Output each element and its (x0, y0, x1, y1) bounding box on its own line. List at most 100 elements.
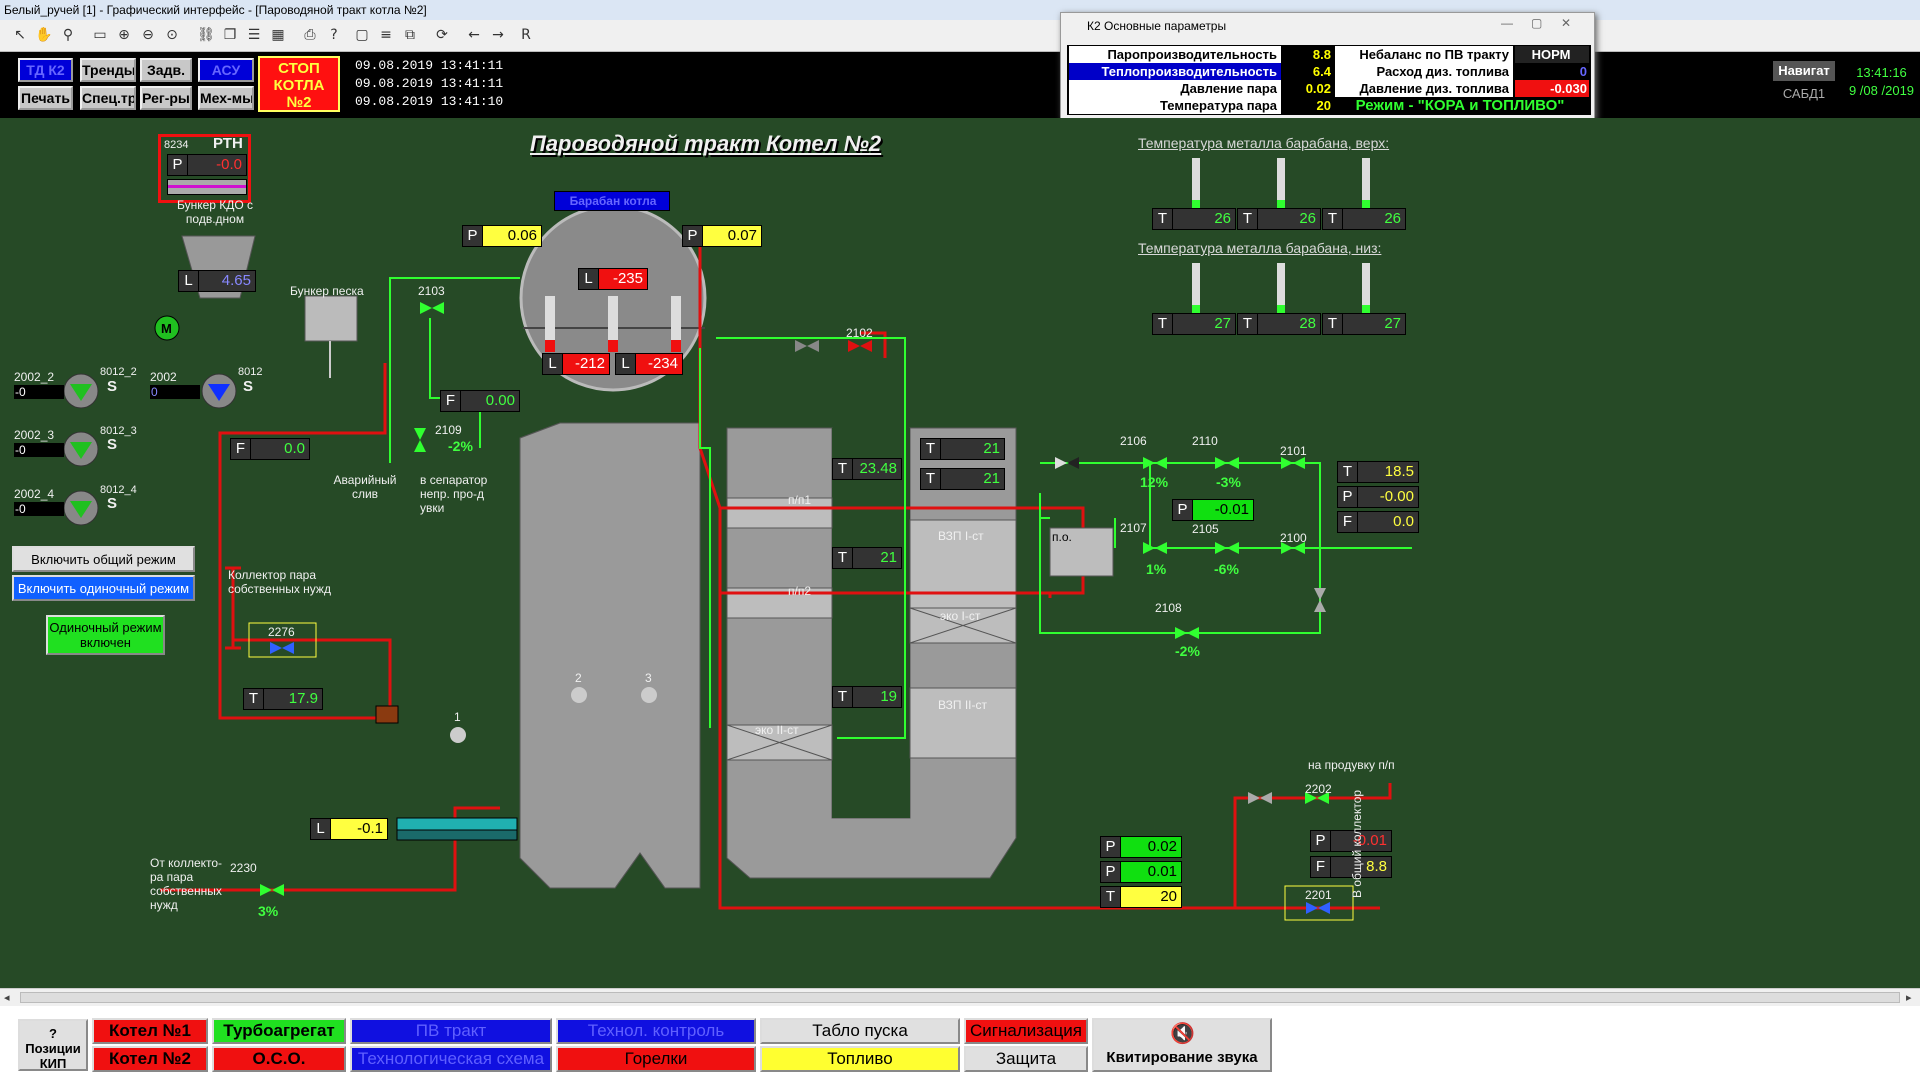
startup-board-button[interactable]: Табло пуска (760, 1018, 960, 1044)
scroll-left-icon[interactable]: ◂ (4, 992, 10, 1004)
toolbar: ↖ ✋ ⚲ ▭ ⊕ ⊖ ⊙ ⛓ ❐ ☰ ▦ ⎙ ? ▢ ≡ ⧉ ⟳ ← → R (0, 20, 1920, 52)
window-icon[interactable]: ▢ (355, 27, 369, 43)
menu-icon[interactable]: ≡ (380, 27, 392, 43)
blowdown-label: на продувку п/п (1308, 758, 1395, 772)
mechanisms-button[interactable]: Мех-мы (198, 86, 254, 110)
single-mode-indicator: Одиночный режим включен (46, 615, 165, 655)
f-key: F (231, 439, 251, 459)
refresh-icon[interactable]: ⟳ (436, 27, 448, 43)
valve-label: 2107 (1120, 521, 1147, 535)
t-key: T (1153, 209, 1173, 229)
common-mode-button[interactable]: Включить общий режим (12, 546, 195, 572)
td-k2-button[interactable]: ТД К2 (18, 58, 73, 82)
tile-icon[interactable]: ⧉ (405, 27, 415, 43)
valve-2109 (414, 428, 426, 452)
hand-icon[interactable]: ✋ (35, 27, 53, 43)
positions-button[interactable]: ? Позиции КИП (18, 1019, 88, 1071)
kdo-label: Бункер КДО с подв.дном (176, 198, 254, 226)
motor-icon (154, 315, 180, 341)
zoom-fit-icon[interactable]: ▭ (93, 27, 107, 43)
scroll-thumb[interactable] (20, 992, 1900, 1003)
oso-button[interactable]: О.С.О. (212, 1046, 346, 1072)
valve-2103 (420, 302, 444, 314)
p-key: P (463, 226, 483, 246)
valve-label: 2106 (1120, 434, 1147, 448)
r-button[interactable]: R (521, 27, 531, 43)
metal-temp: 27 (1173, 314, 1235, 334)
param-value: -0.030 (1515, 80, 1589, 97)
outlet-pressure: -0.00 (1358, 487, 1418, 507)
fuel-button[interactable]: Топливо (760, 1046, 960, 1072)
temp-sensor: 21 (941, 439, 1004, 459)
regulators-button[interactable]: Рег-ры (140, 86, 192, 110)
circle-label: 2 (575, 671, 582, 685)
tech-control-button[interactable]: Технол. контроль (556, 1018, 756, 1044)
pump-id: 2002_4 (14, 487, 55, 501)
l-key: L (179, 271, 199, 291)
temp-sensor: 21 (853, 548, 901, 568)
magnifier-icon[interactable]: ⚲ (62, 27, 74, 43)
back-arrow-icon[interactable]: ← (468, 27, 480, 43)
horizontal-scrollbar[interactable]: ◂ ▸ (0, 988, 1920, 1006)
pump-value: -0 (15, 444, 63, 456)
t-key: T (833, 687, 853, 707)
tech-scheme-button[interactable]: Технологическая схема (350, 1046, 552, 1072)
spec-button[interactable]: Спец.тр (80, 86, 136, 110)
valves-button[interactable]: Задв. (140, 58, 192, 82)
single-mode-button[interactable]: Включить одиночный режим (12, 575, 195, 601)
valve-label: 2202 (1305, 782, 1332, 796)
valve-2201 (1306, 902, 1330, 914)
pump-id: 2002_3 (14, 428, 55, 442)
close-icon[interactable]: ✕ (1561, 16, 1572, 30)
temp-sensor: 23.48 (853, 459, 901, 479)
pointer-icon[interactable]: ↖ (14, 27, 26, 43)
layers-icon[interactable]: ❐ (223, 27, 237, 43)
boiler2-button[interactable]: Котел №2 (92, 1046, 208, 1072)
trends-button[interactable]: Тренды (80, 58, 136, 82)
s-icon: S (107, 378, 118, 395)
protection-button[interactable]: Защита (964, 1046, 1088, 1072)
alarm-button[interactable]: Сигнализация (964, 1018, 1088, 1044)
valve-position: 1% (1146, 561, 1167, 577)
print-icon[interactable]: ⎙ (304, 27, 316, 43)
main-params-window[interactable]: К2 Основные параметры ✕ — ▢ Паропроизвод… (1060, 12, 1595, 119)
link-icon[interactable]: ⛓ (197, 27, 215, 43)
stop-boiler-button[interactable]: СТОП КОТЛА №2 (258, 56, 340, 112)
valve-label: 2102 (846, 326, 873, 340)
from-collector-label: От коллекто- ра пара собственных нужд (150, 856, 223, 912)
maximize-icon[interactable]: ▢ (1531, 16, 1543, 30)
drum-label[interactable]: Барабан котла (554, 191, 670, 211)
zoom-out-icon[interactable]: ⊖ (142, 27, 154, 43)
pump-aux: 8012_4 (100, 484, 137, 496)
metal-bottom-label: Температура металла барабана, низ: (1138, 240, 1382, 256)
forward-arrow-icon[interactable]: → (492, 27, 504, 43)
param-value: 20 (1283, 97, 1333, 114)
pump-aux: 8012_3 (100, 425, 137, 437)
feedwater-button[interactable]: ПВ тракт (350, 1018, 552, 1044)
turbine-button[interactable]: Турбоагрегат (212, 1018, 346, 1044)
ack-sound-button[interactable]: 🔇 Квитирование звука (1092, 1018, 1272, 1072)
param-label: Небаланс по ПВ тракту (1335, 46, 1513, 63)
burner-circle (450, 727, 466, 743)
burners-button[interactable]: Горелки (556, 1046, 756, 1072)
temp-sensor: 21 (941, 469, 1004, 489)
f-key: F (1311, 857, 1331, 877)
scroll-right-icon[interactable]: ▸ (1906, 992, 1912, 1004)
valve-label: 2230 (230, 861, 257, 875)
clock-time: 13:41:16 (1856, 65, 1907, 80)
pp2-label: п/п2 (788, 584, 812, 598)
zoom-in-icon[interactable]: ⊕ (118, 27, 130, 43)
boiler1-button[interactable]: Котел №1 (92, 1018, 208, 1044)
rtn-block[interactable]: 8234 РТН P-0.0 (158, 134, 251, 203)
window-title-bar: Белый_ручей [1] - Графический интерфейс … (0, 0, 1920, 20)
navigator-button[interactable]: Навигат (1773, 61, 1835, 81)
print-button[interactable]: Печать (18, 86, 73, 110)
asu-button[interactable]: АСУ (198, 58, 254, 82)
grid-icon[interactable]: ▦ (271, 27, 285, 43)
list-icon[interactable]: ☰ (247, 27, 261, 43)
minimize-icon[interactable]: — (1501, 16, 1513, 30)
s-icon: S (243, 378, 254, 395)
help-icon[interactable]: ? (330, 27, 338, 43)
zoom-icon[interactable]: ⊙ (166, 27, 178, 43)
valve-label: 2103 (418, 284, 445, 298)
